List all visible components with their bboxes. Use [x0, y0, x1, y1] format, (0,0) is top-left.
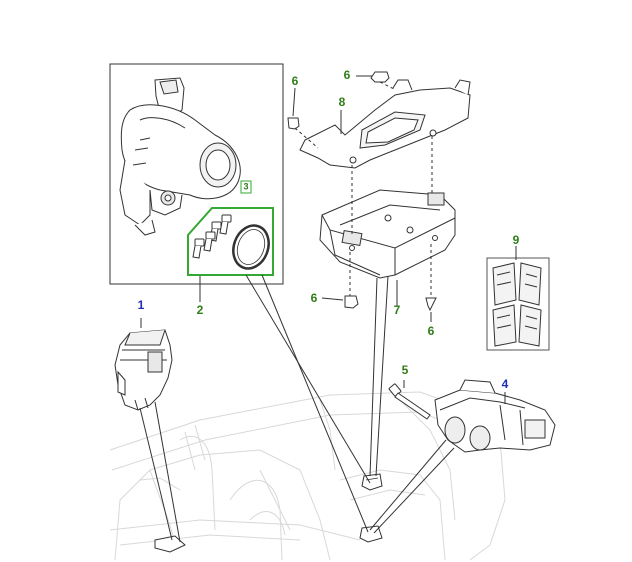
- motor-inset-frame: [109, 63, 284, 285]
- callout-9[interactable]: 9: [512, 233, 520, 247]
- callout-6-top-left[interactable]: 6: [291, 74, 299, 88]
- brake-pads[interactable]: [492, 262, 542, 347]
- parking-brake-motor[interactable]: [119, 77, 241, 236]
- harness-connectors: [154, 473, 383, 553]
- callout-1[interactable]: 1: [137, 298, 145, 312]
- nut-fasteners[interactable]: [287, 71, 437, 312]
- callout-4[interactable]: 4: [501, 377, 509, 391]
- caliper-bolt[interactable]: [388, 383, 431, 420]
- callout-3[interactable]: 3: [240, 180, 252, 194]
- callout-8[interactable]: 8: [338, 95, 346, 109]
- bolt-set[interactable]: [192, 214, 232, 259]
- parking-brake-switch[interactable]: [114, 329, 173, 411]
- kit-highlight-box: [187, 207, 274, 276]
- parking-brake-module[interactable]: [319, 189, 456, 279]
- callout-6-left[interactable]: 6: [310, 291, 318, 305]
- callout-7[interactable]: 7: [393, 303, 401, 317]
- callout-6-right[interactable]: 6: [427, 324, 435, 338]
- callout-2[interactable]: 2: [196, 303, 204, 317]
- o-ring[interactable]: [228, 221, 275, 274]
- callout-5[interactable]: 5: [401, 363, 409, 377]
- vehicle-background: [109, 391, 506, 561]
- brake-caliper[interactable]: [434, 379, 556, 453]
- leader-lines: [139, 75, 517, 543]
- brake-pad-frame: [486, 257, 550, 351]
- callout-6-top[interactable]: 6: [343, 68, 351, 82]
- control-module-bracket[interactable]: [299, 79, 471, 169]
